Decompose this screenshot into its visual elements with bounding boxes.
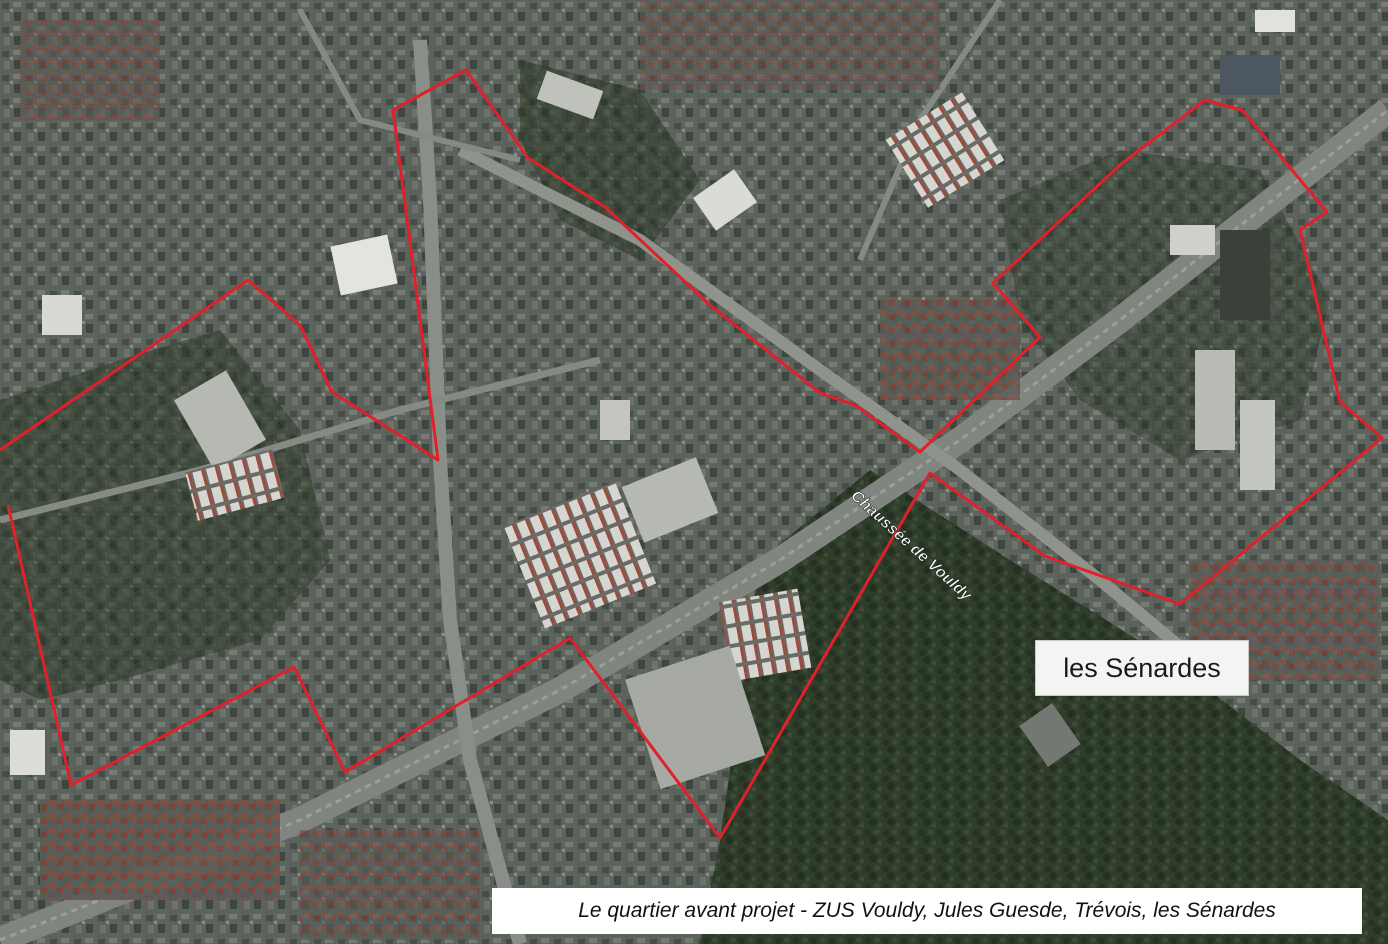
map-caption: Le quartier avant projet - ZUS Vouldy, J…: [492, 888, 1362, 934]
place-label-les-senardes: les Sénardes: [1035, 640, 1249, 696]
zone-boundaries[interactable]: [0, 68, 1384, 840]
zone-boundary-west[interactable]: [0, 68, 1384, 840]
